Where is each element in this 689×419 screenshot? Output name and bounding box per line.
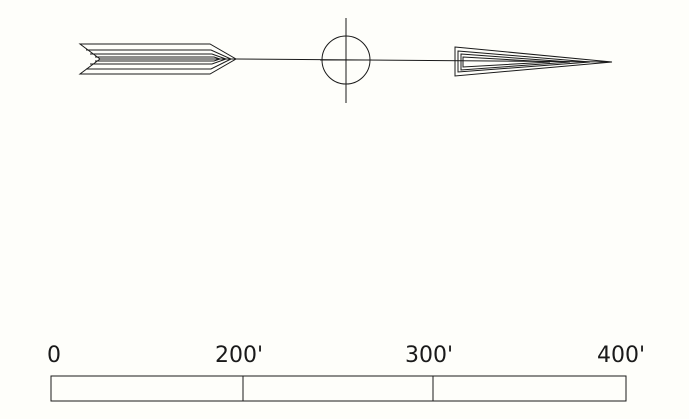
scale-bar-frame <box>50 375 627 402</box>
arrow-fletching-icon <box>78 43 238 75</box>
scale-bar: 0 200' 300' 400' <box>47 343 645 402</box>
scale-tick-label-400: 400' <box>597 343 645 368</box>
scale-tick-label-200: 200' <box>215 343 263 368</box>
crosshair-circle-icon <box>320 18 372 103</box>
compass-arrow-icon <box>78 18 613 103</box>
scale-tick-label-0: 0 <box>47 343 61 368</box>
scale-tick-label-300: 300' <box>405 343 453 368</box>
arrow-head-icon <box>454 46 613 77</box>
